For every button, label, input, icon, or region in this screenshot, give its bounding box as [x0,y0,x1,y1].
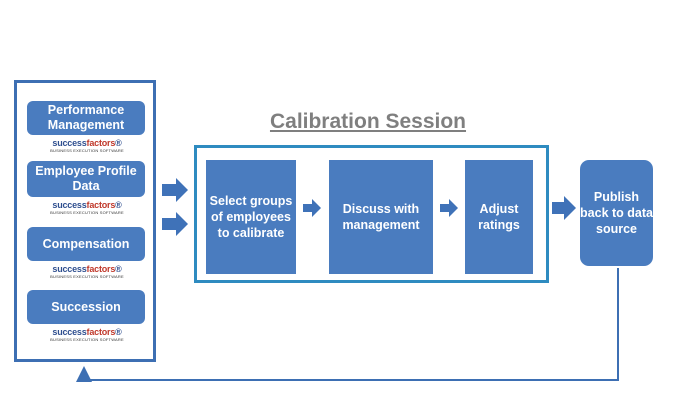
successfactors-logo: successfactors® BUSINESS EXECUTION SOFTW… [50,264,124,279]
source-employee-profile-data: Employee Profile Data [27,161,145,197]
source-label: Performance Management [47,103,125,132]
step-discuss-management: Discuss with management [329,160,433,274]
feedback-loop-line [76,268,619,382]
arrow-right-icon [303,199,321,217]
arrow-right-icon [552,196,576,220]
arrow-right-icon [440,199,458,217]
successfactors-logo: successfactors® BUSINESS EXECUTION SOFTW… [50,200,124,215]
source-label: Compensation [42,236,130,251]
arrow-right-icon [162,212,188,236]
calibration-session-frame: Select groups of employees to calibrate … [194,145,549,283]
publish-back-box: Publish back to data source [580,160,653,266]
source-succession: Succession [27,290,145,324]
data-source-panel: Performance Management successfactors® B… [14,80,156,362]
calibration-session-title: Calibration Session [269,110,467,133]
step-select-groups: Select groups of employees to calibrate [206,160,296,274]
publish-label: Publish back to data source [580,190,653,236]
source-label: Succession [51,299,121,314]
source-performance-management: Performance Management [27,101,145,135]
step-adjust-ratings: Adjust ratings [465,160,533,274]
step-label: Select groups of employees to calibrate [209,194,293,240]
arrow-right-icon [162,178,188,202]
step-label: Adjust ratings [478,202,520,232]
source-compensation: Compensation [27,227,145,261]
successfactors-logo: successfactors® BUSINESS EXECUTION SOFTW… [50,138,124,153]
successfactors-logo: successfactors® BUSINESS EXECUTION SOFTW… [50,327,124,342]
step-label: Discuss with management [342,202,420,232]
source-label: Employee Profile Data [35,164,137,193]
